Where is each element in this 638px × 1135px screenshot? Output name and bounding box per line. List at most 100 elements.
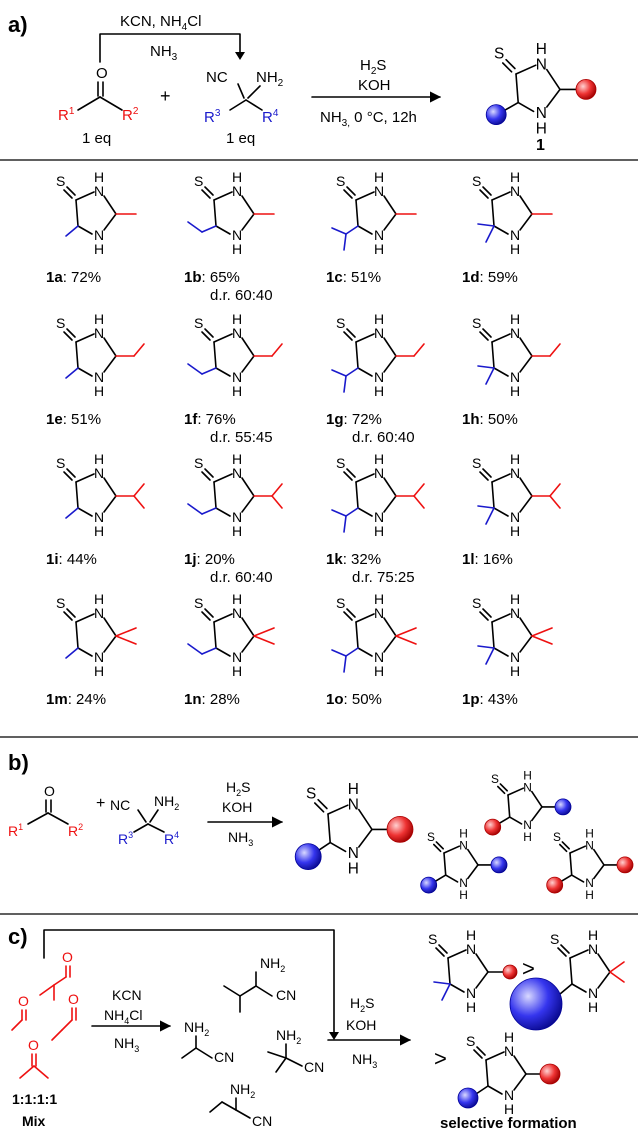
sulfur-label: S xyxy=(472,595,481,611)
arrow-a-line3: NH3, 0 °C, 12h xyxy=(320,109,417,129)
blue-substituent-ball xyxy=(485,104,507,125)
hydrogen-label: H xyxy=(459,888,468,902)
nitrogen-label: N xyxy=(94,325,104,341)
sulfur-label: S xyxy=(194,595,203,611)
nitrogen-label: N xyxy=(374,509,384,525)
sulfur-label: S xyxy=(336,173,345,189)
nitrogen-label: N xyxy=(374,649,384,665)
blue-substituent-ball xyxy=(509,977,563,1031)
svg-text:NC: NC xyxy=(110,797,130,813)
panel-a-label: a) xyxy=(8,12,28,37)
hydrogen-label: H xyxy=(466,927,476,943)
nitrogen-label: N xyxy=(466,941,476,957)
hydrogen-label: H xyxy=(374,523,384,539)
svg-text:R3: R3 xyxy=(118,830,133,847)
nitrogen-label: N xyxy=(510,649,520,665)
svg-text:O: O xyxy=(68,991,79,1007)
diastereomeric-ratio: d.r. 75:25 xyxy=(352,569,415,586)
nitrogen-label: N xyxy=(94,509,104,525)
hydrogen-label: H xyxy=(94,241,104,257)
nitrogen-label: N xyxy=(510,227,520,243)
top-reagents-line2: NH3 xyxy=(150,43,178,63)
compound-label: 1h: 50% xyxy=(462,411,518,428)
hydrogen-label: H xyxy=(588,999,598,1015)
svg-text:NH3: NH3 xyxy=(114,1035,139,1054)
hydrogen-label: H xyxy=(374,169,384,185)
svg-text:NH2: NH2 xyxy=(260,955,285,974)
svg-text:NH2: NH2 xyxy=(276,1027,301,1046)
nitrogen-label: N xyxy=(510,605,520,621)
nitrogen-label: N xyxy=(585,839,594,853)
hydrogen-label: H xyxy=(232,591,242,607)
nitrogen-label: N xyxy=(94,369,104,385)
carbonyl-reactant: O R1 R2 1 eq xyxy=(58,65,139,147)
aminonitrile-reactant: NC NH2 R3 R4 1 eq xyxy=(204,69,284,147)
nitrogen-label: N xyxy=(459,876,468,890)
arrow-b-line2: KOH xyxy=(222,799,252,815)
hydrogen-label: H xyxy=(523,830,532,844)
nitrogen-label: N xyxy=(510,183,520,199)
aminonitrile-mix: NH2 CN NH2 CN NH2 CN NH2 xyxy=(181,955,324,1129)
panel-c: c) O O O O xyxy=(8,924,625,1132)
reagent-bracket-arrowhead xyxy=(235,52,245,60)
hydrogen-label: H xyxy=(504,1101,514,1117)
sulfur-label: S xyxy=(491,772,499,786)
sulfur-label: S xyxy=(428,931,437,947)
nitrogen-label: N xyxy=(523,818,532,832)
blue-substituent-ball xyxy=(294,843,322,870)
hydrogen-label: H xyxy=(374,591,384,607)
sulfur-label: S xyxy=(427,830,435,844)
hydrogen-label: H xyxy=(94,663,104,679)
diastereomeric-ratio: d.r. 60:40 xyxy=(210,569,273,586)
svg-text:NH2: NH2 xyxy=(184,1019,209,1038)
compound-label: 1b: 65% xyxy=(184,269,240,286)
svg-text:CN: CN xyxy=(214,1049,234,1065)
nitrogen-label: N xyxy=(348,845,359,862)
nitrogen-label: N xyxy=(374,465,384,481)
svg-text:O: O xyxy=(62,949,73,965)
hydrogen-label: H xyxy=(94,311,104,327)
compound-label: 1n: 28% xyxy=(184,691,240,708)
arrow-a-line2: KOH xyxy=(358,77,391,94)
mix-ratio: 1:1:1:1 xyxy=(12,1091,57,1107)
hydrogen-label: H xyxy=(232,383,242,399)
svg-text:KOH: KOH xyxy=(346,1017,376,1033)
plus-a: + xyxy=(160,86,171,106)
hydrogen-label: H xyxy=(348,860,359,877)
nitrogen-label: N xyxy=(585,876,594,890)
sulfur-label: S xyxy=(194,455,203,471)
carbonyl-eq: 1 eq xyxy=(82,130,111,147)
sulfur-label: S xyxy=(194,315,203,331)
sulfur-label: S xyxy=(306,786,316,803)
sulfur-label: S xyxy=(472,455,481,471)
nitrogen-label: N xyxy=(232,369,242,385)
compound-label: 1j: 20% xyxy=(184,551,235,568)
nitrogen-label: N xyxy=(232,649,242,665)
nitrogen-label: N xyxy=(510,369,520,385)
hydrogen-label: H xyxy=(232,169,242,185)
hydrogen-label: H xyxy=(94,451,104,467)
nitrogen-label: N xyxy=(536,105,547,122)
nitrogen-label: N xyxy=(232,465,242,481)
arrow-b-line1: H2S xyxy=(226,779,250,798)
sulfur-label: S xyxy=(194,173,203,189)
nitrogen-label: N xyxy=(94,605,104,621)
aminonitrile-reactant-b: NC NH2 R3 R4 xyxy=(110,793,179,847)
nitrogen-label: N xyxy=(510,465,520,481)
red-substituent-ball xyxy=(575,79,597,100)
hydrogen-label: H xyxy=(232,523,242,539)
compound-label: 1m: 24% xyxy=(46,691,106,708)
blue-substituent-ball xyxy=(420,876,438,894)
hydrogen-label: H xyxy=(510,591,520,607)
nitrogen-label: N xyxy=(374,183,384,199)
greater-sign-2: > xyxy=(434,1046,447,1071)
svg-text:H2S: H2S xyxy=(350,995,374,1014)
nitrogen-label: N xyxy=(504,1087,514,1103)
blue-substituent-ball xyxy=(554,798,572,816)
